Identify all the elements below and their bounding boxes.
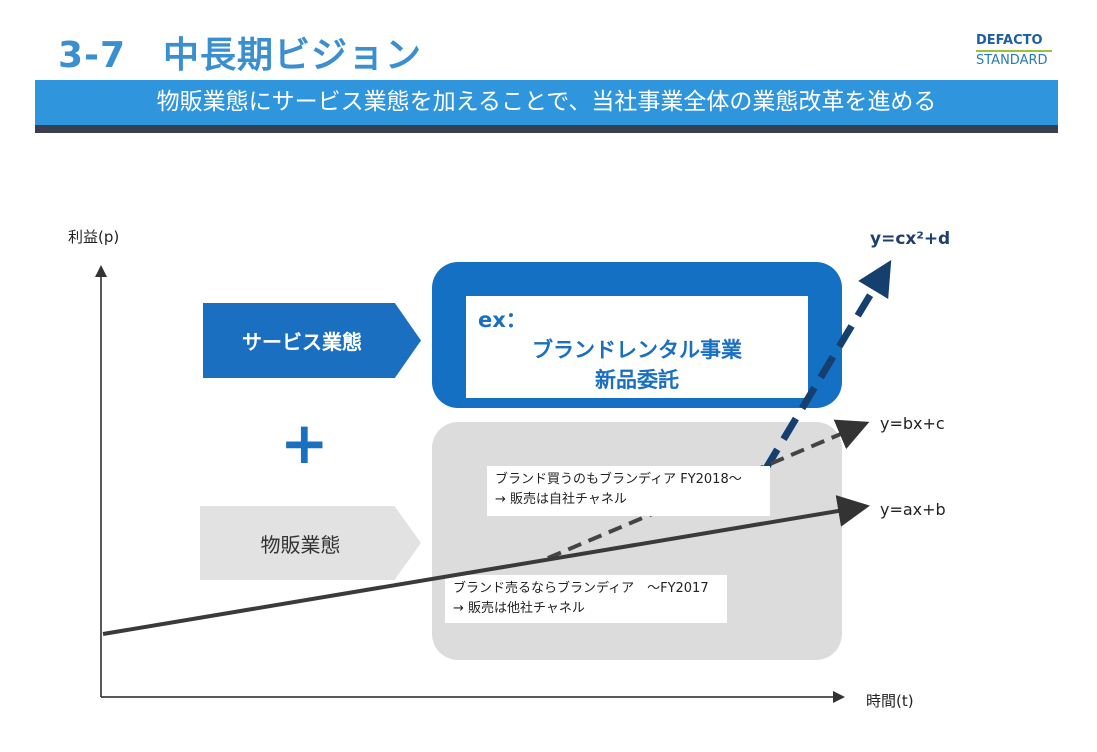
plus-icon: + [280,409,329,477]
note-fy2018: ブランド買うのもブランディア FY2018～ → 販売は自社チャネル [487,466,770,516]
service-business-arrow: サービス業態 [203,303,421,378]
y-axis-label: 利益(p) [68,228,120,246]
quadratic-curve-arrow [762,260,892,472]
x-axis-label: 時間(t) [866,692,914,710]
linear-bx-arrow [547,419,870,560]
label-quadratic: y=cx²+d [870,229,951,249]
company-logo: DEFACTO STANDARD [976,32,1052,70]
example-rental: ブランドレンタル事業 [532,338,742,362]
note-fy2017-line1: ブランド売るならブランディア ～FY2017 [453,581,709,596]
note-fy2018-line1: ブランド買うのもブランディア FY2018～ [495,472,742,487]
logo-line2: STANDARD [976,50,1052,70]
service-examples: ex： ブランドレンタル事業 新品委託 [466,296,808,398]
note-fy2018-line2: → 販売は自社チャネル [495,492,627,507]
goods-business-arrow: 物販業態 [200,506,421,580]
subtitle-banner: 物販業態にサービス業態を加えることで、当社事業全体の業態改革を進める [35,80,1058,125]
banner-divider [35,125,1058,133]
ex-label: ex： [478,308,527,332]
logo-line1: DEFACTO [976,33,1043,48]
linear-ax-arrow [102,495,870,636]
note-fy2017-line2: → 販売は他社チャネル [453,601,585,616]
note-fy2017: ブランド売るならブランディア ～FY2017 → 販売は他社チャネル [445,575,727,623]
label-ax: y=ax+b [880,500,946,519]
example-consignment: 新品委託 [595,368,679,392]
page-title: 3-7 中長期ビジョン [58,35,423,76]
label-bx: y=bx+c [880,414,945,433]
